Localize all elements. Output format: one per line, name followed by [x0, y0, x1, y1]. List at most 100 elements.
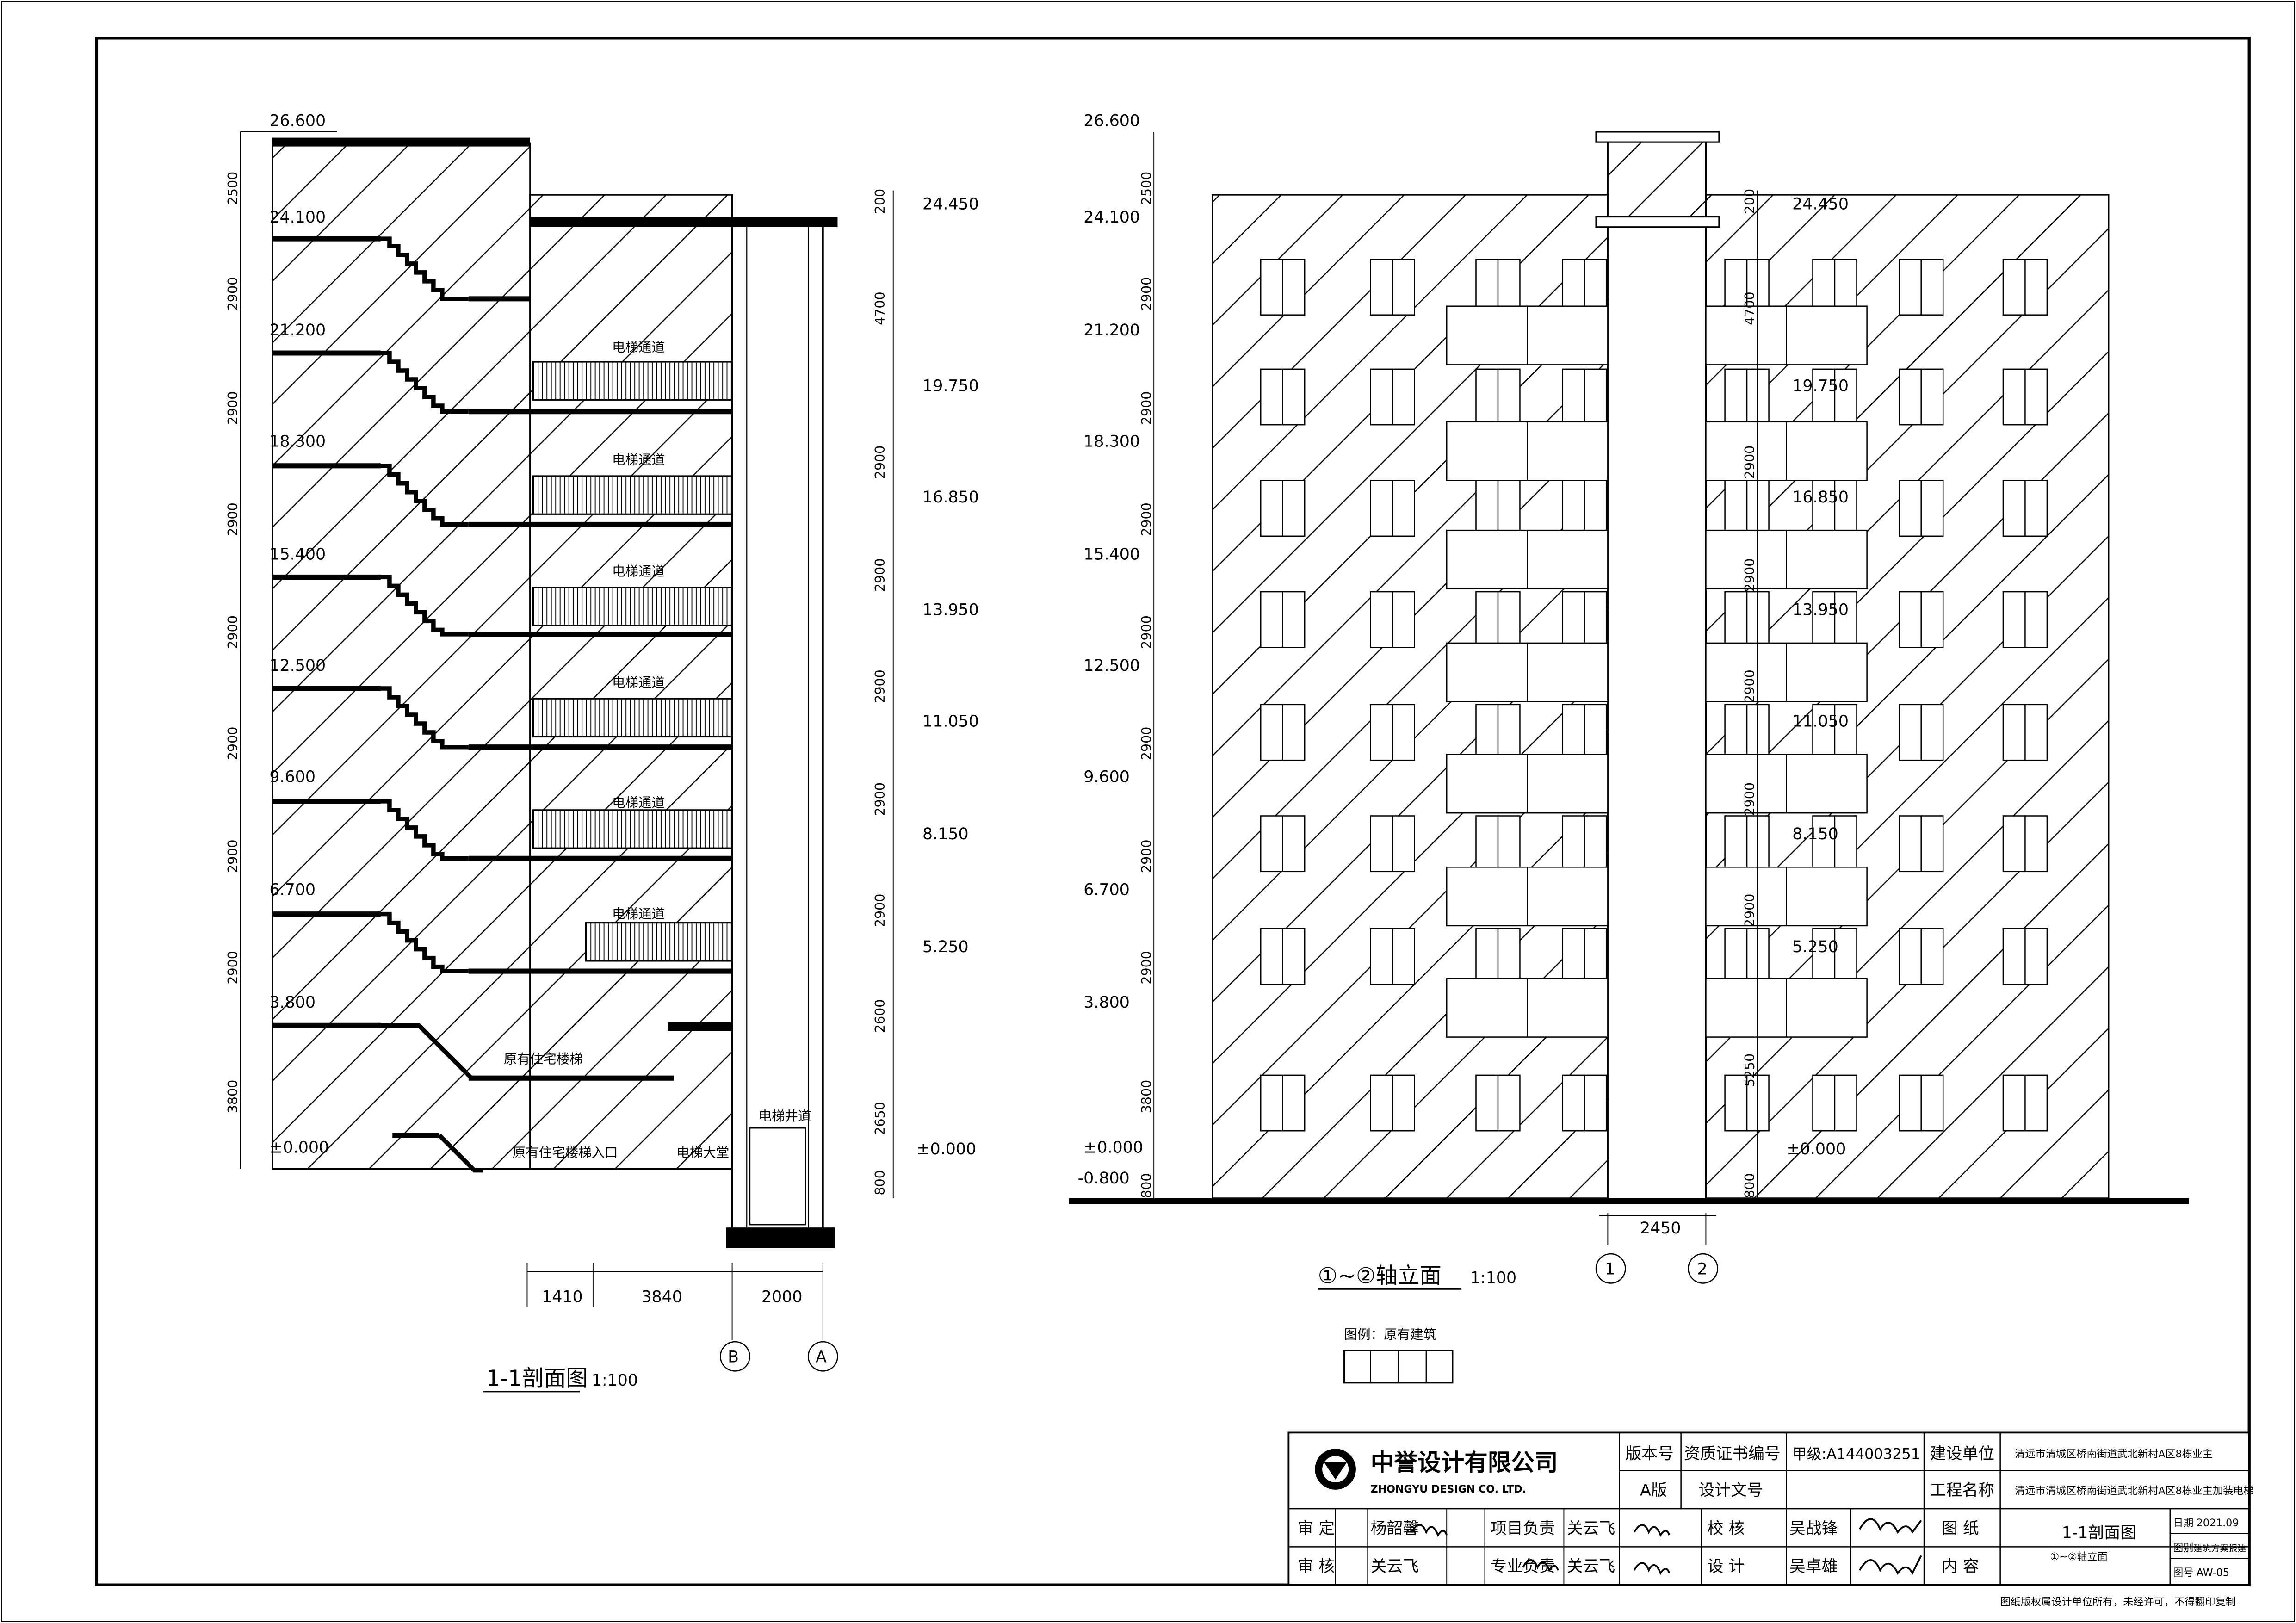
section-elevator-shaft [731, 219, 824, 1232]
project-label: 工程名称 [1930, 1481, 1994, 1500]
version-label: 版本号 [1625, 1444, 1673, 1463]
sec-level-7: 6.700 [269, 880, 316, 899]
qualification-value: 甲级:A144003251 [1792, 1446, 1920, 1462]
elev-dim-7: 2900 [1139, 951, 1154, 985]
legend: 图例：原有建筑 [1343, 1327, 1454, 1384]
sec-level-8: 3.800 [269, 993, 316, 1012]
section-corridors: 电梯通道 电梯通道 电梯通道 电梯通道 电梯通道 电梯通道 原有住宅楼梯 原有住… [504, 340, 733, 1160]
sec-rlevel-1: 19.750 [922, 377, 979, 395]
section-roof-slab [272, 137, 530, 147]
elev-rdim-6: 2900 [1742, 894, 1758, 928]
stair-label: 原有住宅楼梯 [504, 1052, 583, 1067]
signatures [1411, 1518, 1922, 1575]
elev-dim-9: 800 [1139, 1173, 1154, 1198]
sec-rlevel-6: 5.250 [922, 938, 969, 956]
sec-level-5: 12.500 [269, 657, 326, 675]
date-label: 日期 [2173, 1517, 2193, 1529]
drawing-label-2: 内 容 [1942, 1557, 1979, 1576]
elev-rlevel-6: 5.250 [1792, 938, 1838, 956]
elev-dim-5: 2900 [1139, 727, 1154, 761]
entrance-label: 原有住宅楼梯入口 [513, 1145, 618, 1160]
section-shaft-roof [530, 217, 838, 227]
sec-dim-8: 3800 [225, 1080, 241, 1114]
elev-rdim-1: 4700 [1742, 291, 1758, 325]
design-name: 吴卓雄 [1789, 1557, 1838, 1576]
sec-bdim-2: 2000 [761, 1288, 803, 1307]
elev-rdim-3: 2900 [1742, 558, 1758, 592]
sec-level-4: 15.400 [269, 545, 326, 564]
category-label: 图别 [2173, 1542, 2193, 1554]
sec-rdim-8: 2650 [873, 1102, 888, 1135]
elevation-right-levels: 24.450 19.750 16.850 13.950 11.050 8.150… [1757, 190, 1849, 1198]
elev-level-5: 12.500 [1083, 657, 1140, 675]
sec-rlevel-7: ±0.000 [916, 1140, 976, 1158]
design-label: 设 计 [1708, 1557, 1745, 1576]
elev-dim-3: 2900 [1139, 502, 1154, 536]
elev-rlevel-1: 19.750 [1792, 377, 1849, 395]
corridor-label-2: 电梯通道 [612, 452, 665, 468]
elev-level-8: 3.800 [1083, 993, 1130, 1012]
pit-label: 电梯井道 [759, 1109, 811, 1124]
elev-level-2: 21.200 [1083, 321, 1140, 340]
sec-bdim-1: 3840 [641, 1288, 682, 1307]
corridor-label-4: 电梯通道 [612, 675, 665, 690]
axis-a: A [816, 1348, 827, 1366]
elev-rdim-7: 5250 [1742, 1053, 1758, 1087]
sec-rdim-7: 2600 [873, 999, 888, 1033]
sec-level-1: 24.100 [269, 208, 326, 227]
company-logo [1315, 1449, 1356, 1490]
elev-dim-6: 2900 [1139, 839, 1154, 873]
elev-rdim-2: 2900 [1742, 446, 1758, 479]
title-block: 中誉设计有限公司 ZHONGYU DESIGN CO. LTD. 版本号 A版 … [1287, 1431, 2254, 1608]
elev-rdim-8: 800 [1742, 1173, 1758, 1198]
drawing-content-2: ①~②轴立面 [2050, 1551, 2108, 1563]
elev-level-10: -0.800 [1078, 1169, 1130, 1188]
section-bottom-dims: 1410 3840 2000 B A [526, 1263, 838, 1372]
sec-dim-0: 2500 [225, 172, 241, 205]
section-stair-flights [380, 236, 483, 1173]
elev-level-9: ±0.000 [1083, 1139, 1143, 1157]
hall-label: 电梯大堂 [676, 1145, 729, 1160]
pm-name: 关云飞 [1567, 1519, 1615, 1538]
axis-1: 1 [1605, 1260, 1615, 1278]
elev-rlevel-3: 13.950 [1792, 601, 1849, 619]
elev-rlevel-7: ±0.000 [1787, 1140, 1846, 1158]
sec-rlevel-5: 8.150 [922, 825, 969, 843]
elev-rlevel-4: 11.050 [1792, 712, 1849, 731]
drawing-content-1: 1-1剖面图 [2062, 1524, 2136, 1542]
elevation-right-dims: 200 4700 2900 2900 2900 2900 2900 5250 8… [1742, 189, 1758, 1198]
elev-rlevel-2: 16.850 [1792, 488, 1849, 507]
sec-rlevel-0: 24.450 [922, 195, 979, 214]
sec-rlevel-4: 11.050 [922, 712, 979, 731]
elev-rdim-0: 200 [1742, 189, 1758, 214]
elevation-shaft-top [1607, 138, 1707, 221]
approve-name: 杨韶馨 [1371, 1519, 1419, 1538]
sec-rdim-1: 4700 [873, 291, 888, 325]
axis-2: 2 [1697, 1260, 1707, 1278]
sec-rlevel-3: 13.950 [922, 601, 979, 619]
section-scale: 1:100 [592, 1371, 638, 1390]
pm-label: 项目负责 [1491, 1519, 1555, 1538]
client-value: 清远市清城区桥南街道武北新村A区8栋业主 [2015, 1448, 2213, 1460]
section-elevator-car [749, 1127, 806, 1226]
sec-dim-5: 2900 [225, 727, 241, 761]
approve-label: 审 定 [1297, 1519, 1335, 1538]
section-floor-slabs [272, 236, 732, 1138]
sec-rdim-3: 2900 [873, 558, 888, 592]
date-value: 2021.09 [2197, 1517, 2239, 1529]
sec-level-0: 26.600 [269, 112, 326, 130]
company-cn: 中誉设计有限公司 [1371, 1449, 1558, 1476]
elev-dim-4: 2900 [1139, 615, 1154, 649]
sec-rdim-6: 2900 [873, 894, 888, 928]
elev-rlevel-0: 24.450 [1792, 195, 1849, 214]
number-value: AW-05 [2197, 1567, 2229, 1579]
section-title: 1-1剖面图 [486, 1366, 588, 1391]
version-value: A版 [1640, 1481, 1667, 1500]
sec-rdim-0: 200 [873, 189, 888, 214]
elev-dim-1: 2900 [1139, 277, 1154, 311]
sec-bdim-0: 1410 [542, 1288, 583, 1307]
elev-level-7: 6.700 [1083, 880, 1130, 899]
sec-dim-4: 2900 [225, 615, 241, 649]
